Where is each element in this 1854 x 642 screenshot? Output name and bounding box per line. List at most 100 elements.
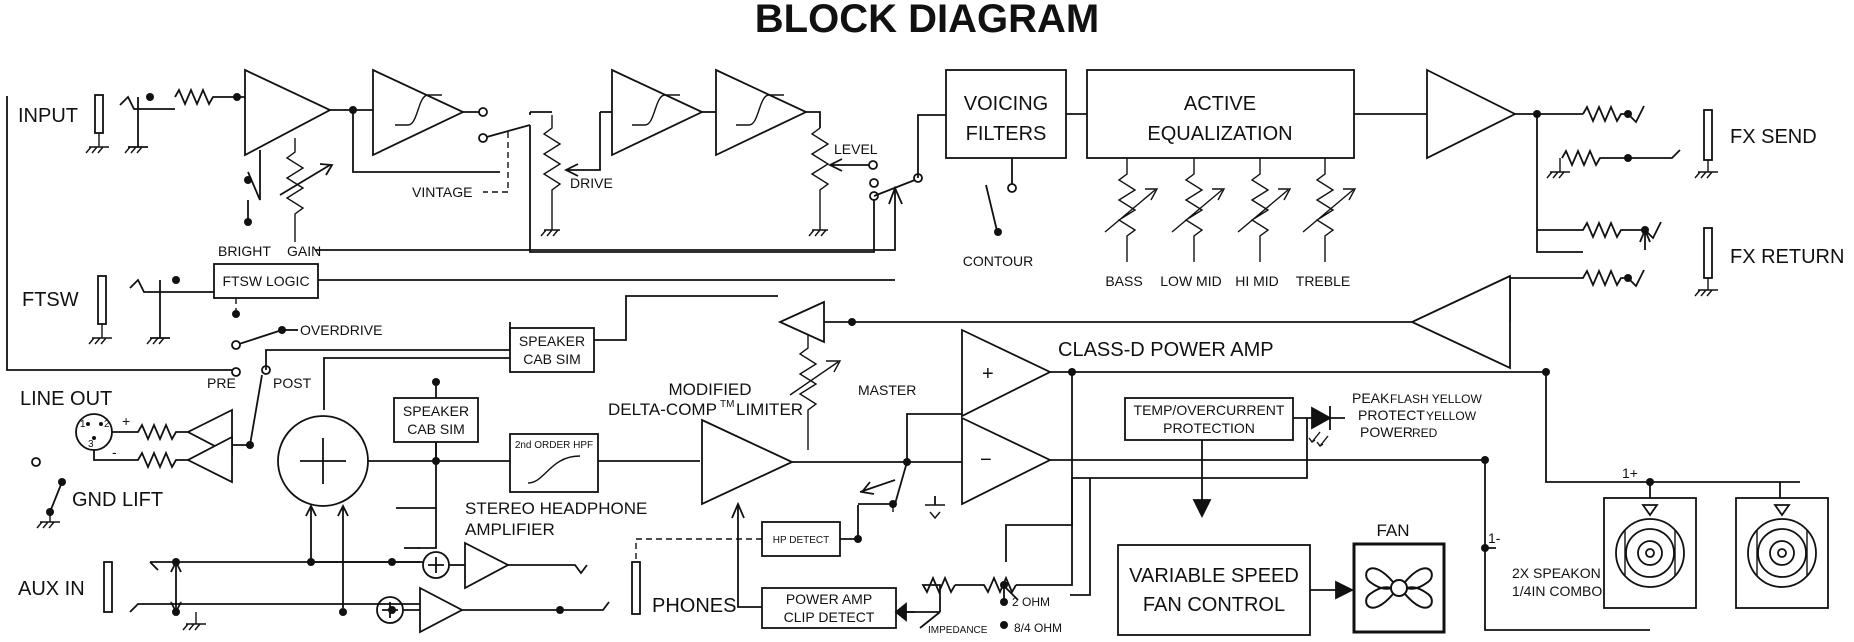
voicing-filters: VOICING FILTERS CONTOUR [945, 69, 1087, 269]
master-pot[interactable] [789, 335, 842, 450]
fx-send-jack[interactable] [1703, 109, 1713, 161]
gnd-lift-switch[interactable] [49, 481, 63, 513]
hi-mid-pot[interactable] [1237, 158, 1292, 262]
amp-minus: − [980, 449, 992, 471]
vintage-label: VINTAGE [412, 184, 472, 200]
clip-detect: POWER AMP CLIP DETECT [761, 587, 915, 629]
contour-switch[interactable] [985, 184, 999, 236]
protection-label-1: TEMP/OVERCURRENT [1134, 402, 1285, 418]
summing-junction [277, 415, 510, 608]
low-mid-label: LOW MID [1160, 273, 1221, 289]
class-d-label: CLASS-D POWER AMP [1058, 339, 1274, 361]
gain-label: GAIN [287, 243, 321, 259]
active-equalization: ACTIVE EQUALIZATION BASS LOW MID HI MID … [1086, 69, 1427, 289]
level-pot[interactable] [808, 127, 830, 237]
headphone-amp: STEREO HEADPHONE AMPLIFIER PHONES [376, 499, 736, 634]
limiter: MODIFIED DELTA-COMP TM LIMITER [608, 380, 962, 608]
level-label: LEVEL [834, 141, 878, 157]
tm-label: TM [720, 399, 734, 410]
vintage-switch[interactable] [482, 124, 531, 139]
voicing-label-1: VOICING [964, 93, 1048, 115]
master-label: MASTER [858, 382, 916, 398]
active-eq-box [1086, 69, 1355, 159]
clip-detect-label-1: POWER AMP [786, 591, 872, 607]
ftsw-logic-label: FTSW LOGIC [222, 273, 309, 289]
hi-mid-label: HI MID [1235, 273, 1279, 289]
drive-pot[interactable] [540, 115, 562, 237]
speakon-label-1: 2X SPEAKON [1512, 565, 1601, 581]
hp-detect-label: HP DETECT [773, 535, 830, 546]
fx-return: FX RETURN [848, 114, 1844, 370]
input-section: INPUT [6, 87, 245, 371]
fx-return-jack[interactable] [1703, 227, 1713, 279]
hpf-label: 2nd ORDER HPF [515, 440, 593, 451]
pin-1minus-label: 1- [1488, 530, 1501, 546]
drive-label: DRIVE [570, 175, 613, 191]
aux-in-jack[interactable] [103, 561, 113, 613]
ftsw-logic-box [213, 263, 319, 299]
bright-switch[interactable] [247, 150, 261, 201]
contour-label: CONTOUR [963, 253, 1034, 269]
impedance-label: IMPEDANCE [928, 625, 988, 636]
voicing-filters-box [945, 69, 1067, 159]
class-d-power-amp: CLASS-D POWER AMP + − [857, 328, 1800, 540]
aux-in-label: AUX IN [18, 578, 85, 600]
headphone-label-1: STEREO HEADPHONE [465, 499, 647, 518]
fan-icon [1352, 542, 1446, 634]
protection-box [1124, 397, 1294, 441]
clipping-stage-3: LEVEL [715, 68, 878, 237]
peak-label: PEAK [1352, 390, 1390, 406]
fan-label: FAN [1376, 521, 1409, 540]
active-eq-label-2: EQUALIZATION [1147, 123, 1292, 145]
power-label: POWER [1360, 424, 1413, 440]
post-label: POST [273, 375, 312, 391]
low-mid-pot[interactable] [1171, 158, 1226, 262]
speaker-cab-sim-1: SPEAKER CAB SIM [323, 295, 778, 410]
gnd-lift-label: GND LIFT [72, 489, 163, 511]
clip-detect-label-2: CLIP DETECT [784, 609, 875, 625]
xlr-pin-3: 3 [88, 439, 94, 450]
fx-send-label: FX SEND [1730, 126, 1817, 148]
protection-section: TEMP/OVERCURRENT PROTECTION PEAK FLASH Y… [1005, 372, 1482, 596]
fan-section: VARIABLE SPEED FAN CONTROL FAN [1117, 521, 1446, 636]
line-out-section: LINE OUT 1 2 3 + - GND LIFT [20, 388, 250, 529]
speaker-outputs: 1- 1+ 2X SPEAKON 1/4IN COMBO [1481, 460, 1829, 631]
bright-label: BRIGHT [218, 243, 271, 259]
speaker-cab-sim-1-box [509, 327, 595, 373]
overdrive-label: OVERDRIVE [300, 322, 382, 338]
protect-yellow-label: YELLOW [1426, 409, 1477, 423]
preamp-stage-1: BRIGHT GAIN [218, 68, 373, 259]
hpf-box [509, 433, 599, 493]
ohm-2-label: 2 OHM [1012, 595, 1050, 609]
xlr-plus: + [122, 413, 130, 429]
gain-pot[interactable] [285, 138, 305, 242]
clipping-stage-2 [611, 68, 716, 157]
input-jack[interactable] [94, 94, 104, 134]
protect-label: PROTECT [1358, 407, 1425, 423]
hpf-filter: 2nd ORDER HPF [509, 433, 700, 493]
headphone-label-2: AMPLIFIER [465, 520, 555, 539]
treble-pot[interactable] [1302, 158, 1357, 262]
phones-jack[interactable] [631, 561, 641, 615]
fan-control-box [1117, 544, 1311, 636]
speakon-label-2: 1/4IN COMBO [1512, 583, 1602, 599]
fan-blades-icon [1365, 567, 1433, 609]
xlr-pin-1: 1 [80, 419, 86, 430]
overdrive-switch[interactable] [235, 329, 283, 346]
speaker-cab-sim-2-box [393, 397, 479, 443]
level-select-switch[interactable] [315, 114, 946, 251]
xlr-minus: - [112, 444, 117, 460]
fx-return-label: FX RETURN [1730, 246, 1844, 268]
pre-label: PRE [207, 375, 236, 391]
speaker-cab-sim-2: SPEAKER CAB SIM [393, 378, 479, 549]
amp-plus: + [982, 363, 994, 385]
drive-section: DRIVE [529, 111, 875, 253]
speaker-cab-sim-1-label-1: SPEAKER [519, 333, 585, 349]
ftsw-jack[interactable] [97, 275, 107, 325]
mute-switch[interactable] [894, 461, 908, 505]
active-eq-label-1: ACTIVE [1184, 93, 1256, 115]
bass-pot[interactable] [1104, 158, 1159, 262]
ohm-84-label: 8/4 OHM [1014, 621, 1062, 635]
fan-control-label-1: VARIABLE SPEED [1129, 565, 1299, 587]
